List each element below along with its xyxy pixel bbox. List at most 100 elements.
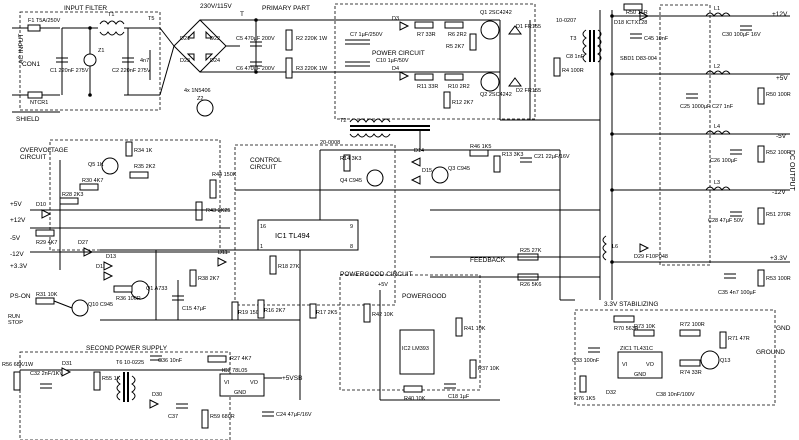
d4-label: D4 [392,66,399,72]
resistor-r44 [209,179,217,199]
rail-minus12: -12V [10,251,24,258]
power-circuit-frame [334,3,536,120]
r11-label: R11 33R [417,84,438,90]
resistor-r72 [679,329,701,337]
resistor-r50 [623,3,643,11]
d11-label: D11 [218,250,228,256]
d14-label: D14 [414,148,424,154]
d3-label: D3 [392,16,399,22]
resistor-r55 [93,371,101,391]
gnd-output-label: GND [776,325,791,332]
diode-d30 [149,399,160,409]
c6-label: C6 470µF 200V [236,66,275,72]
q1-label: Q1 2SC4242 [480,10,512,16]
ps-on-label: PS-ON [10,293,31,300]
zic1-gnd: GND [634,372,646,378]
r50-label: R50 16R [626,10,648,16]
power-switching-circuit: POWER CIRCUIT C7 1µF/250V D3 R7 33R R6 2… [320,3,602,120]
transistor-q1 [480,20,500,40]
transistor-q3 [431,166,449,184]
stabilizing-title: 3.3V STABILIZING [604,301,658,308]
filter-frame [659,4,711,266]
c38-label: C38 10nF/100V [656,392,695,398]
c32-label: C32 2nF/1KV [30,371,63,377]
resistor-r40 [403,385,423,393]
inductor-l3 [705,186,731,191]
zic1-tl431 [617,351,663,379]
d30-label: D30 [152,392,162,398]
resistor-r50b [757,87,765,105]
resistor-r70 [613,315,635,323]
rail-3v3: +3.3V [10,263,28,270]
inductor-l4 [705,130,731,135]
q13-label: Q13 [720,358,730,364]
transistor-q10 [71,299,89,317]
t5-label: T5 [148,16,154,22]
r34-label: R34 1K [134,148,153,154]
resistor-r76 [579,375,587,393]
l1-label: L1 [714,6,720,12]
r35-label: R35 2K2 [134,164,155,170]
input-filter-title: INPUT FILTER [64,5,107,12]
second-power-supply-title: SECOND POWER SUPPLY [86,345,168,352]
r3-label: R3 220K 1W [296,66,328,72]
d18-label: D18 ICTX128 [614,20,647,26]
resistor-r27 [207,355,227,363]
transistor-q13 [700,350,720,370]
ic3-78l05 [219,373,265,397]
diode-d14 [410,157,421,167]
standby-supply: SECOND POWER SUPPLY C32 2nF/1KV D31 R56 … [2,345,312,440]
q5-label: Q5 1K [88,162,104,168]
zic1-label: ZIC1 TL431C [620,346,653,352]
r52-label: R52 100R [766,150,791,156]
diode-d29 [639,243,650,253]
resistor-r43 [195,201,203,221]
varistor-z1 [83,53,97,67]
diode-d1 [508,25,522,35]
c7-label: C7 1µF/250V [350,32,383,38]
c27-label: C27 1nF [712,104,734,110]
r12-label: R12 2K7 [452,100,473,106]
resistor-r10 [444,73,464,81]
zic1-vi: VI [622,362,628,368]
q10-label: Q10 C945 [88,302,113,308]
resistor-r28 [59,197,79,205]
r10-label: R10 2R2 [448,84,470,90]
resistor-r11 [414,73,434,81]
out-minus12: -12V [772,189,786,196]
r53-label: R53 100R [766,276,791,282]
ntc-thermistor [27,91,43,99]
diode-d13 [103,261,114,271]
c1-label: C1 220nF 275V [50,68,89,74]
shield-label: SHIELD [16,116,40,123]
l3-label: L3 [714,180,720,186]
r28-label: R28 2K3 [62,192,83,198]
transformer-t3 [582,29,587,63]
ground-label: GROUND [756,349,785,356]
r55-label: R55 1K [102,376,121,382]
rail-plus12: +12V [10,217,26,224]
resistor-r74 [679,359,701,367]
stabilizer-3v3: 3.3V STABILIZING R70 563R R73 10K R72 10… [572,301,791,406]
resistor-r34 [125,141,133,157]
resistor-r38 [189,269,197,287]
driver-transformer: T2 20-0008 [320,118,430,146]
z1-label: Z1 [98,48,104,54]
t6-label: T6 10-0225 [116,360,144,366]
c28-label: C28 47µF 50V [708,218,744,224]
resistor-r29 [35,229,55,237]
resistor-r19 [231,301,239,321]
powergood-5v-label: +5V [378,282,388,288]
l2-label: L2 [714,64,720,70]
fuse-f1-label: F1 T5A/250V [28,18,61,24]
powergood-circuit: POWERGOOD CIRCUIT +5V POWERGOOD IC2 LM39… [339,271,500,402]
q1b-label: Q1 A733 [146,286,167,292]
standby-frame [19,351,231,440]
c33-label: C33 100nF [572,358,600,364]
fuse-f1 [27,24,41,32]
r5-label: R5 2K7 [446,44,464,50]
diode-d15 [410,175,421,185]
